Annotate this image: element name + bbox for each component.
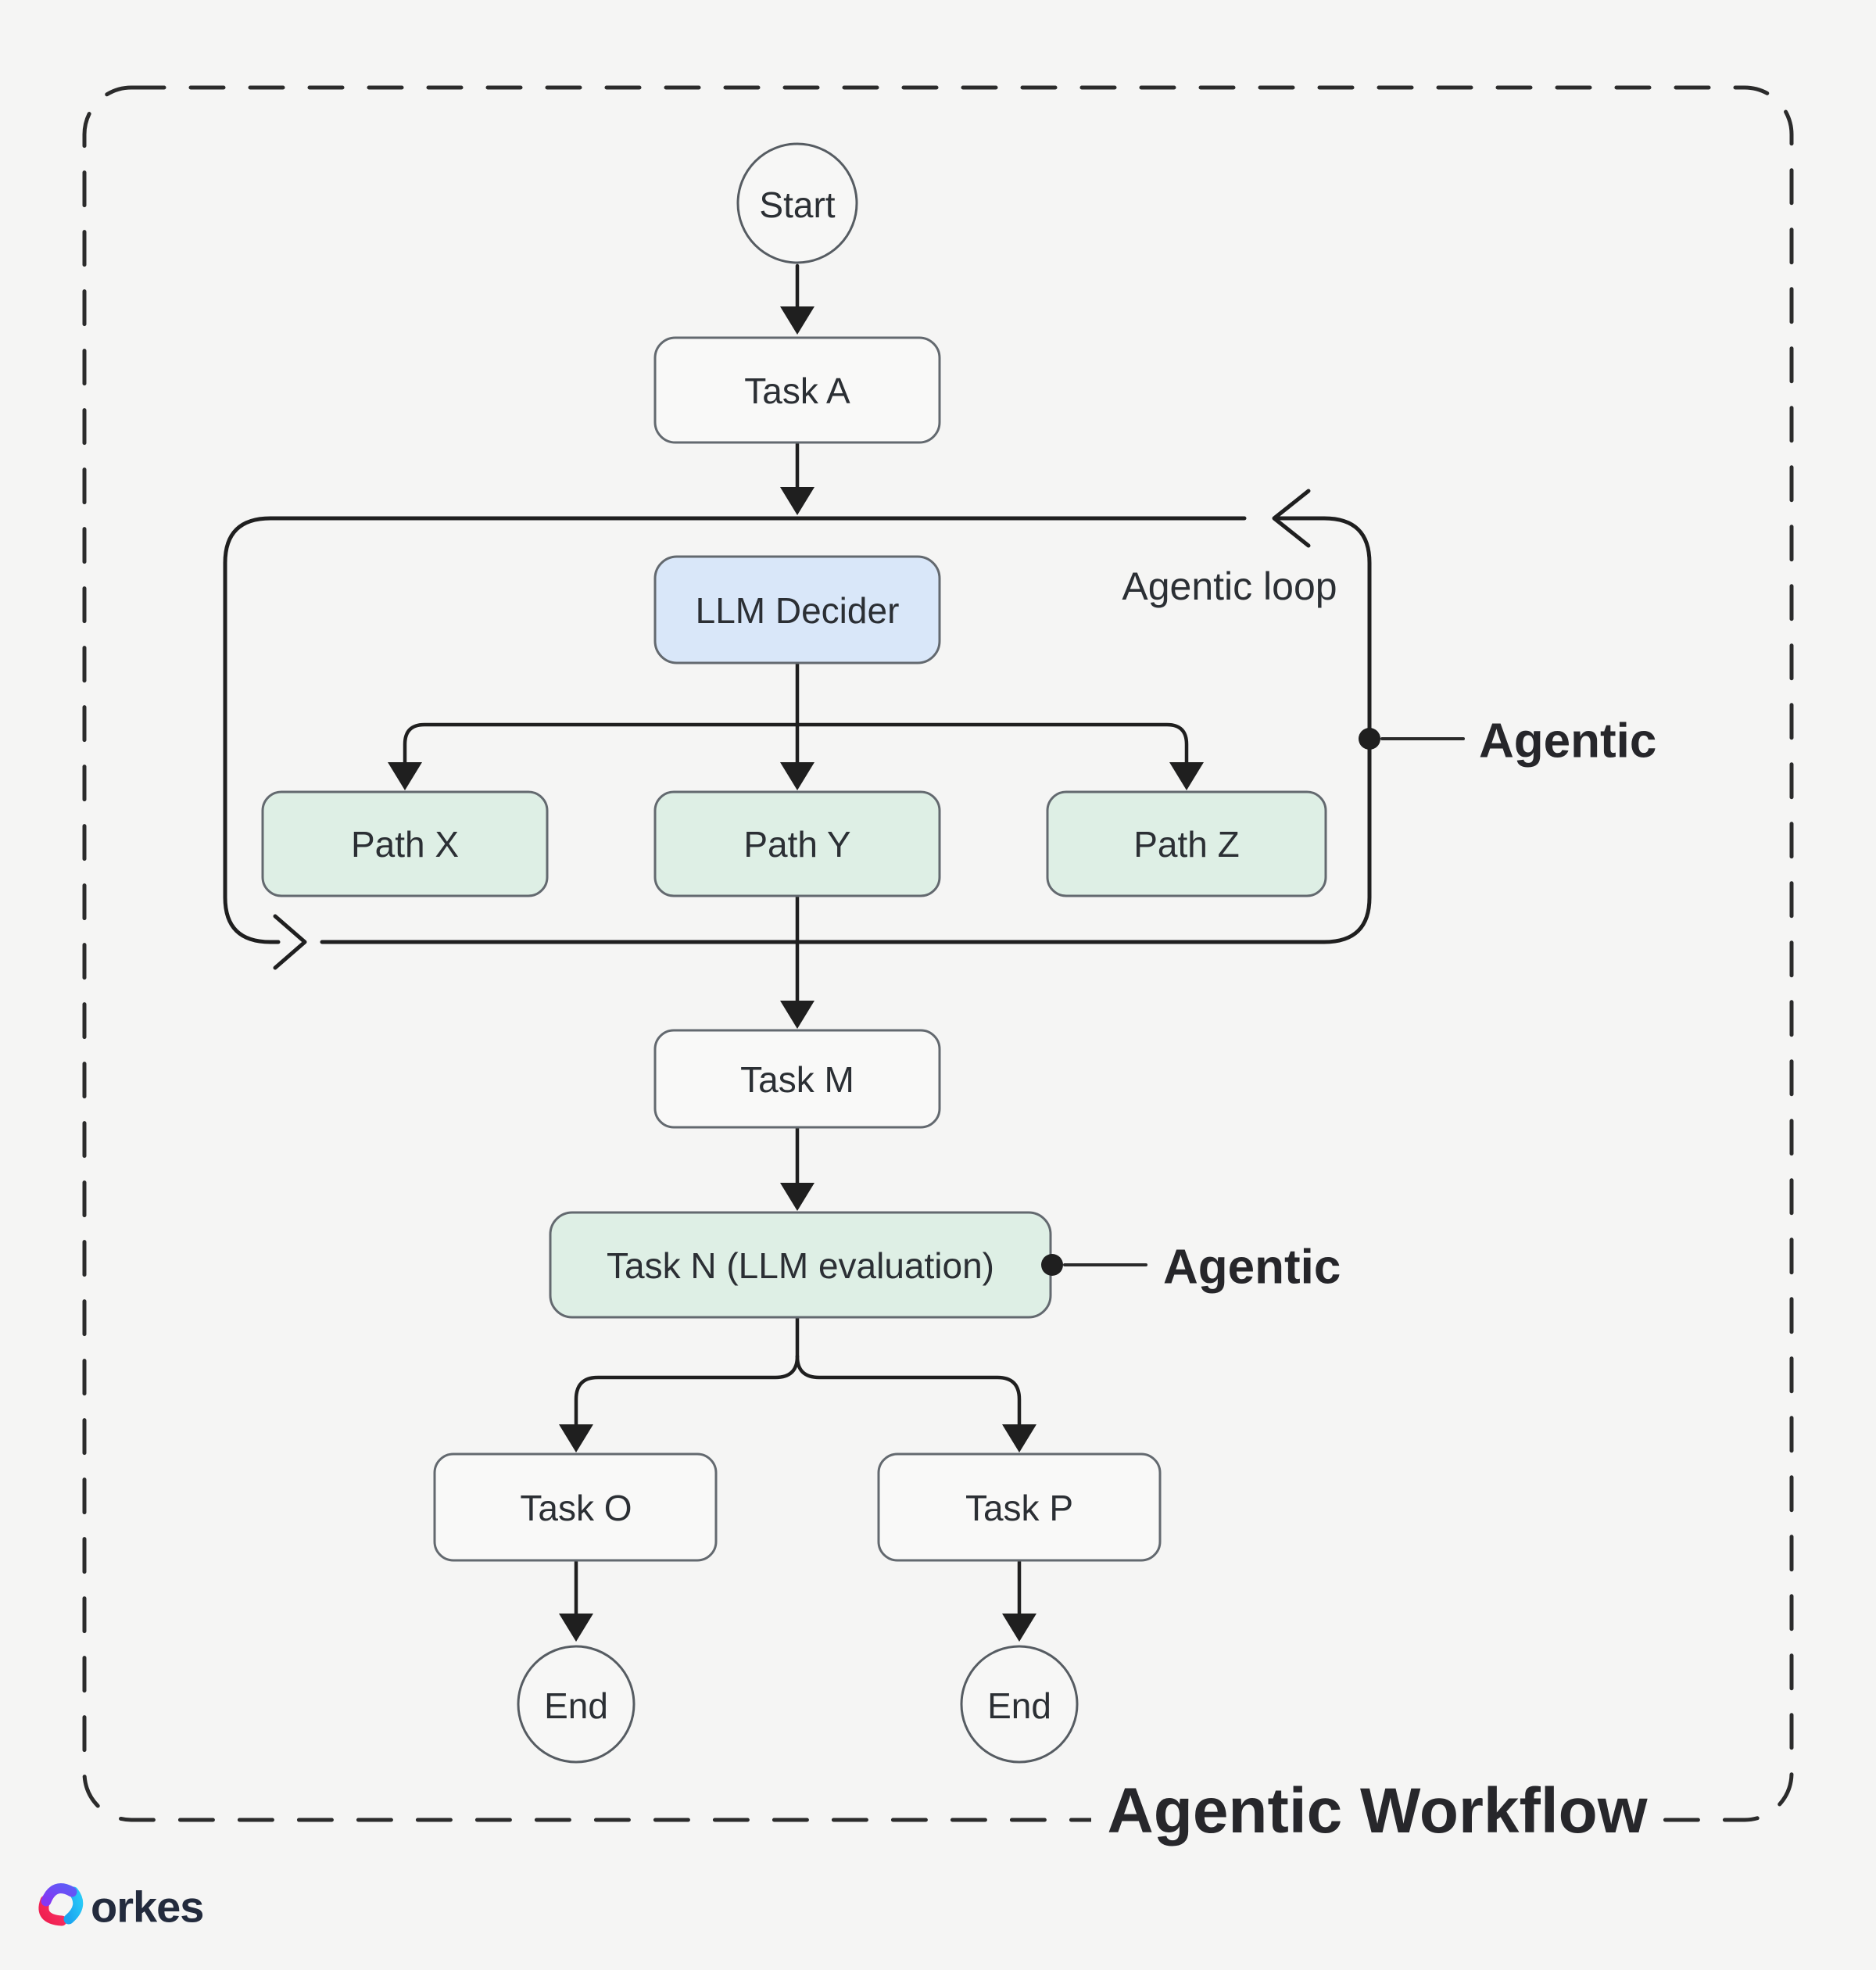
start-label: Start [759, 184, 835, 225]
end-left-label: End [544, 1685, 608, 1726]
end-node-right [960, 1645, 1079, 1764]
callout-dot-icon [1359, 728, 1380, 750]
path-z-label: Path Z [1133, 824, 1240, 865]
loop-agentic-callout-label: Agentic [1479, 715, 1656, 768]
arrowhead [1002, 1424, 1036, 1452]
loop-direction-arrow-top-icon [1272, 489, 1311, 548]
title-background-mask [1091, 1781, 1662, 1857]
arrowhead [780, 306, 814, 335]
task-m-node [653, 1029, 941, 1129]
edge-task-n-task-p [795, 1354, 1022, 1427]
arrowhead [780, 487, 814, 515]
nodes: Start Task A LLM Decider Path X Path Y P… [261, 142, 1327, 1764]
loop-direction-arrow-bottom-icon [273, 914, 307, 970]
arrowhead [1169, 762, 1204, 790]
edges [388, 263, 1204, 1642]
edge-task-n-task-o [574, 1354, 800, 1427]
orkes-logo-mark-icon [38, 1883, 84, 1926]
orkes-wordmark: orkes [91, 1882, 203, 1932]
logo-purple-arc [41, 1883, 77, 1907]
arrowhead [559, 1614, 593, 1642]
orkes-logo: orkes [38, 1882, 204, 1932]
end-node-left [517, 1645, 635, 1764]
task-a-node [653, 336, 941, 444]
diagram-title: Agentic Workflow [1108, 1775, 1648, 1846]
arrowhead [559, 1424, 593, 1452]
end-right-label: End [987, 1685, 1051, 1726]
task-p-label: Task P [965, 1488, 1073, 1528]
task-o-label: Task O [520, 1488, 632, 1528]
arrowhead [388, 762, 422, 790]
loop-border-left [223, 516, 1247, 944]
path-x-node [261, 790, 549, 897]
llm-decider-node [653, 555, 941, 664]
path-x-label: Path X [351, 824, 459, 865]
llm-decider-label: LLM Decider [696, 590, 900, 631]
edge-decider-path-x [403, 722, 800, 765]
workflow-dashed-border [82, 85, 1794, 1822]
start-node [736, 142, 858, 264]
task-m-label: Task M [740, 1059, 854, 1100]
callout-dot-icon [1041, 1254, 1063, 1276]
arrowhead [780, 762, 814, 790]
agentic-loop-label: Agentic loop [1122, 564, 1337, 608]
loop-agentic-callout: Agentic [1359, 715, 1656, 768]
path-y-node [653, 790, 941, 897]
task-n-label: Task N (LLM evaluation) [607, 1245, 994, 1286]
arrowhead [1002, 1614, 1036, 1642]
task-n-agentic-callout-label: Agentic [1163, 1241, 1341, 1295]
path-y-label: Path Y [743, 824, 850, 865]
arrowhead [780, 1183, 814, 1211]
task-a-label: Task A [744, 371, 850, 411]
task-n-agentic-callout: Agentic [1041, 1241, 1341, 1295]
arrowhead [780, 1001, 814, 1029]
task-o-node [433, 1452, 718, 1562]
task-p-node [877, 1452, 1162, 1562]
path-z-node [1046, 790, 1327, 897]
edge-decider-path-z [795, 722, 1189, 765]
